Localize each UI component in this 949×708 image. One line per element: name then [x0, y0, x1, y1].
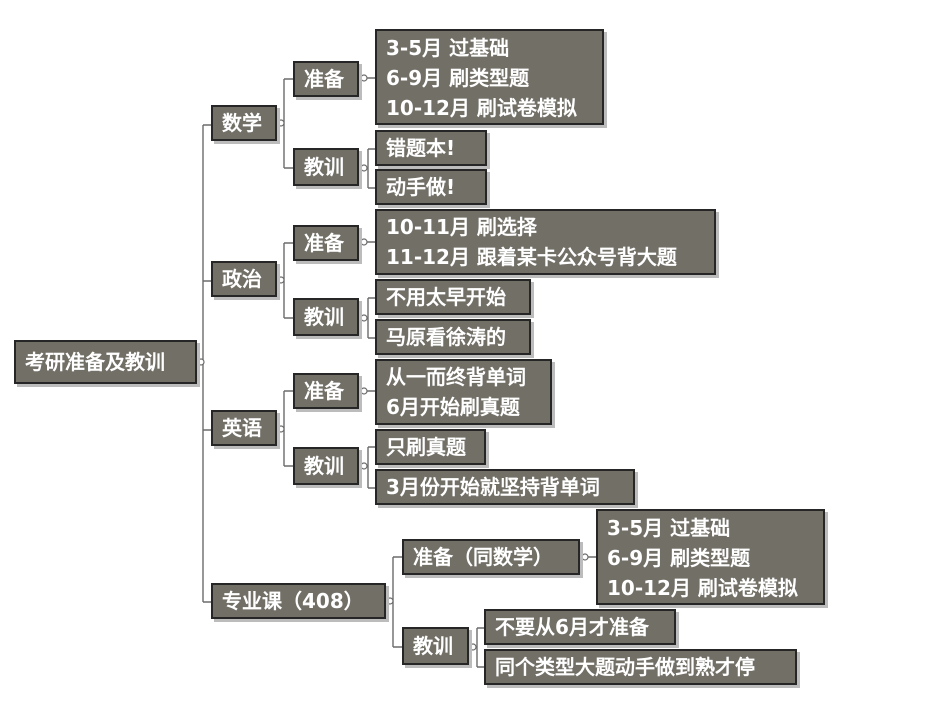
- english-prep-item-1: 从一而终背单词: [386, 365, 526, 389]
- subject-math[interactable]: 数学: [211, 105, 277, 141]
- major-prep[interactable]: 准备（同数学）: [402, 539, 580, 575]
- politics-prep-items[interactable]: 10-11月 刷选择 11-12月 跟着某卡公众号背大题: [375, 209, 716, 275]
- politics-lesson-item-2[interactable]: 马原看徐涛的: [375, 319, 531, 355]
- math-prep-item-2: 6-9月 刷类型题: [386, 66, 530, 90]
- major-prep-items[interactable]: 3-5月 过基础 6-9月 刷类型题 10-12月 刷试卷模拟: [596, 509, 825, 605]
- math-lesson-item-2[interactable]: 动手做!: [375, 169, 487, 205]
- subject-english[interactable]: 英语: [211, 410, 277, 446]
- english-lesson[interactable]: 教训: [293, 447, 359, 485]
- english-prep-items[interactable]: 从一而终背单词 6月开始刷真题: [375, 359, 552, 425]
- politics-lesson[interactable]: 教训: [293, 298, 359, 336]
- major-lesson-item-2[interactable]: 同个类型大题动手做到熟才停: [484, 649, 797, 685]
- english-lesson-item-2[interactable]: 3月份开始就坚持背单词: [375, 469, 635, 505]
- english-lesson-item-1[interactable]: 只刷真题: [375, 429, 486, 465]
- major-lesson-item-1[interactable]: 不要从6月才准备: [484, 609, 676, 645]
- subject-politics[interactable]: 政治: [211, 261, 277, 297]
- major-prep-item-3: 10-12月 刷试卷模拟: [607, 576, 798, 600]
- math-lesson[interactable]: 教训: [293, 148, 359, 186]
- politics-prep[interactable]: 准备: [293, 225, 359, 261]
- major-prep-item-1: 3-5月 过基础: [607, 516, 731, 540]
- major-prep-item-2: 6-9月 刷类型题: [607, 546, 751, 570]
- politics-prep-item-2: 11-12月 跟着某卡公众号背大题: [386, 245, 677, 269]
- politics-prep-item-1: 10-11月 刷选择: [386, 215, 537, 239]
- math-prep[interactable]: 准备: [293, 61, 359, 97]
- math-lesson-item-1[interactable]: 错题本!: [375, 130, 487, 166]
- english-prep-item-2: 6月开始刷真题: [386, 395, 520, 419]
- math-prep-items[interactable]: 3-5月 过基础 6-9月 刷类型题 10-12月 刷试卷模拟: [375, 29, 604, 125]
- subject-major-408[interactable]: 专业课（408）: [211, 583, 386, 619]
- major-lesson[interactable]: 教训: [402, 627, 469, 665]
- politics-lesson-item-1[interactable]: 不用太早开始: [375, 279, 531, 315]
- english-prep[interactable]: 准备: [293, 373, 359, 409]
- root-node[interactable]: 考研准备及教训: [14, 340, 197, 384]
- math-prep-item-3: 10-12月 刷试卷模拟: [386, 96, 577, 120]
- math-prep-item-1: 3-5月 过基础: [386, 36, 510, 60]
